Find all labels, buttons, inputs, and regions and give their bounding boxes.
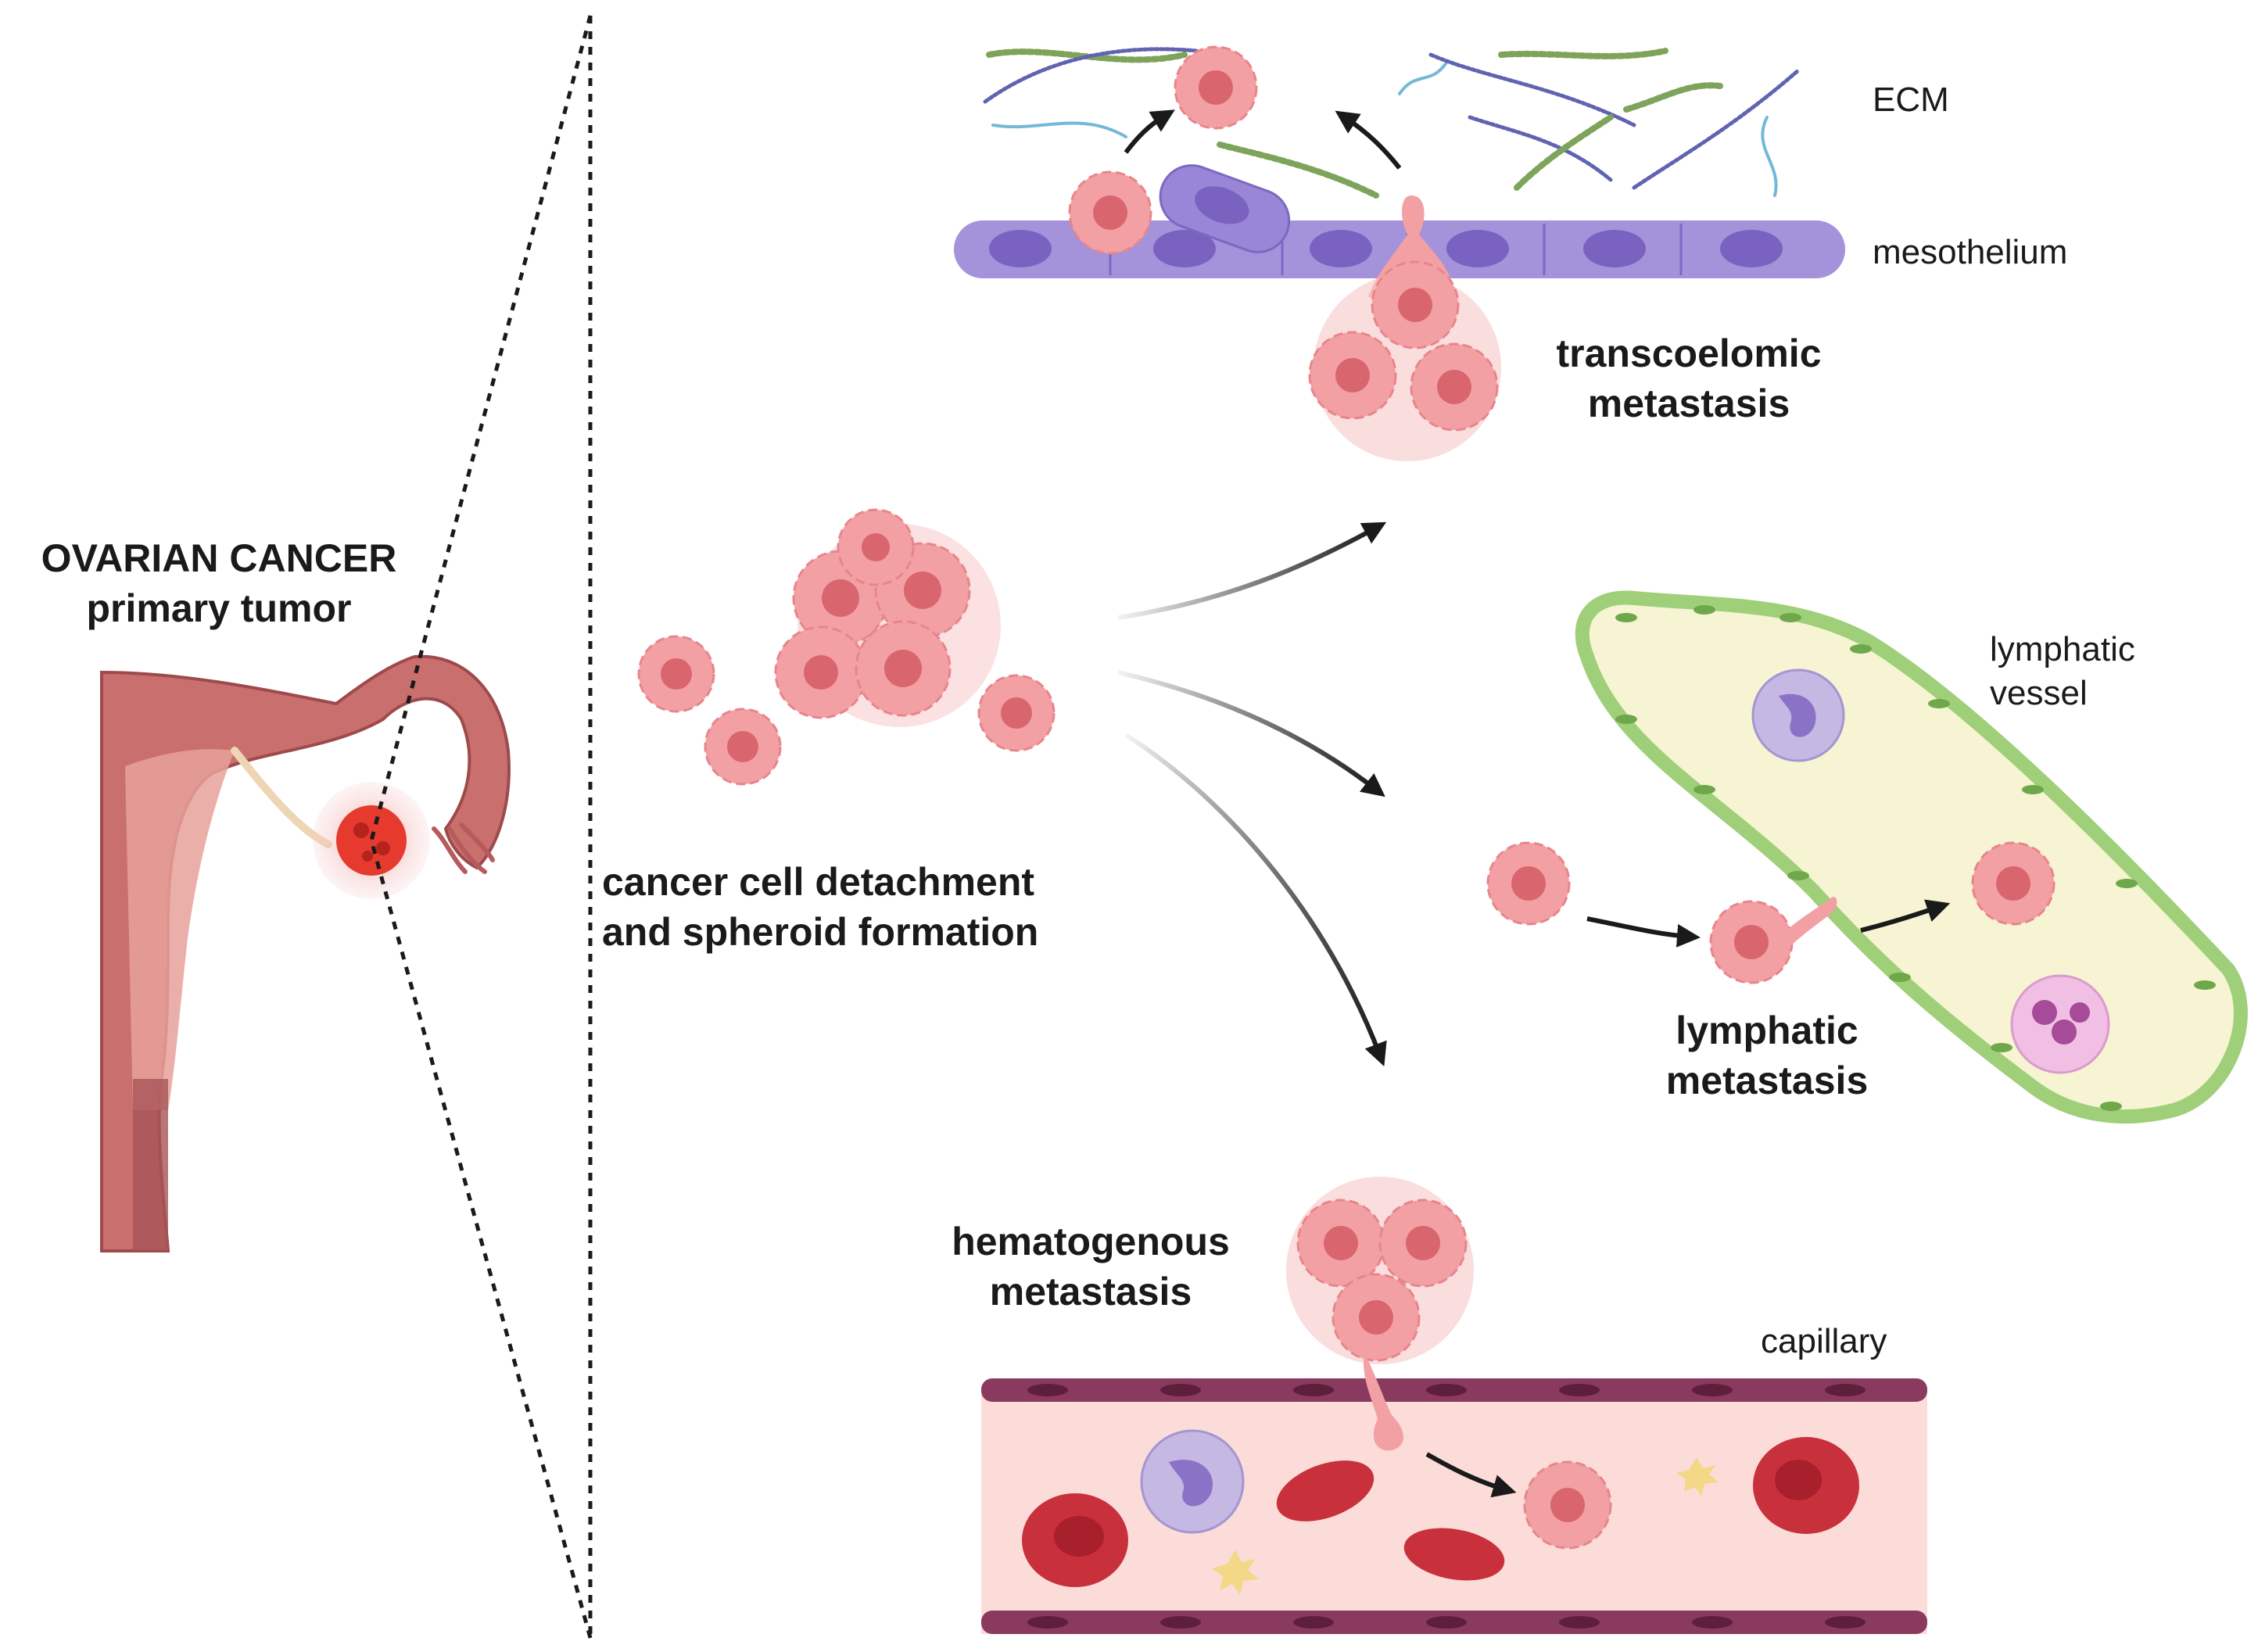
transcoelomic-line2: metastasis [1587, 382, 1790, 425]
cancer-cell [637, 635, 715, 713]
red-blood-cell [1403, 1528, 1505, 1581]
lymphatic-metastasis-line2: metastasis [1665, 1059, 1869, 1102]
lymphatic-arrows [1586, 899, 1951, 948]
ecm-fibers [983, 47, 1801, 199]
mesothelium-label: mesothelium [1873, 233, 2068, 271]
cancer-cell [977, 674, 1056, 752]
pathway-arrows [1117, 521, 1387, 1067]
primary-tumor [336, 805, 407, 876]
lymphatic-cancer-cells [1486, 841, 1837, 984]
transcoelomic-label: transcoelomic metastasis [1517, 328, 1861, 428]
uterus-illustration [100, 654, 511, 1252]
lymphocyte [1140, 1429, 1245, 1534]
detachment-line1: cancer cell detachment [602, 860, 1035, 904]
detached-cancer-cells [637, 508, 1056, 786]
ecm-invasion-arrows [1124, 109, 1402, 170]
lymphatic-vessel-label: lymphatic vessel [1990, 628, 2135, 715]
platelet [1212, 1457, 1719, 1595]
lymphatic-metastasis-line1: lymphatic [1676, 1009, 1858, 1052]
detachment-label: cancer cell detachment and spheroid form… [602, 857, 1038, 957]
cancer-cell [704, 708, 782, 786]
red-blood-cell [1276, 1460, 1375, 1521]
ecm-label: ECM [1873, 81, 1949, 119]
lymphatic-vessel [1575, 590, 2248, 1124]
hematogenous-label: hematogenous metastasis [907, 1217, 1274, 1317]
lymphatic-vessel-line1: lymphatic [1990, 630, 2135, 668]
hematogenous-line1: hematogenous [952, 1220, 1230, 1263]
primary-tumor-line1: OVARIAN CANCER [41, 536, 397, 580]
cancer-cell [1971, 841, 2055, 926]
neutrophil [2010, 974, 2110, 1074]
lymphatic-vessel-line2: vessel [1990, 674, 2088, 712]
arrow-to-lymphatic [1117, 670, 1385, 797]
hematogenous-line2: metastasis [989, 1270, 1192, 1313]
capillary [981, 1378, 1927, 1634]
detachment-line2: and spheroid formation [602, 910, 1039, 954]
primary-tumor-line2: primary tumor [86, 586, 352, 630]
primary-tumor-title: OVARIAN CANCER primary tumor [0, 533, 438, 633]
hematogenous-spheroid [1286, 1177, 1474, 1451]
zoom-lines [369, 15, 593, 1639]
transcoelomic-line1: transcoelomic [1556, 331, 1822, 375]
cancer-cell [1523, 1460, 1612, 1550]
spheroid [774, 508, 1001, 727]
arrow-to-hematogenous [1124, 733, 1387, 1067]
red-blood-cell [1753, 1437, 1859, 1534]
arrow-to-transcoelomic [1117, 521, 1387, 620]
lymphocyte [1751, 668, 1845, 762]
lymphatic-metastasis-label: lymphatic metastasis [1603, 1005, 1931, 1106]
red-blood-cell [1022, 1493, 1128, 1587]
transcoelomic-cancer-cells [1068, 45, 1501, 461]
capillary-label: capillary [1761, 1322, 1887, 1360]
